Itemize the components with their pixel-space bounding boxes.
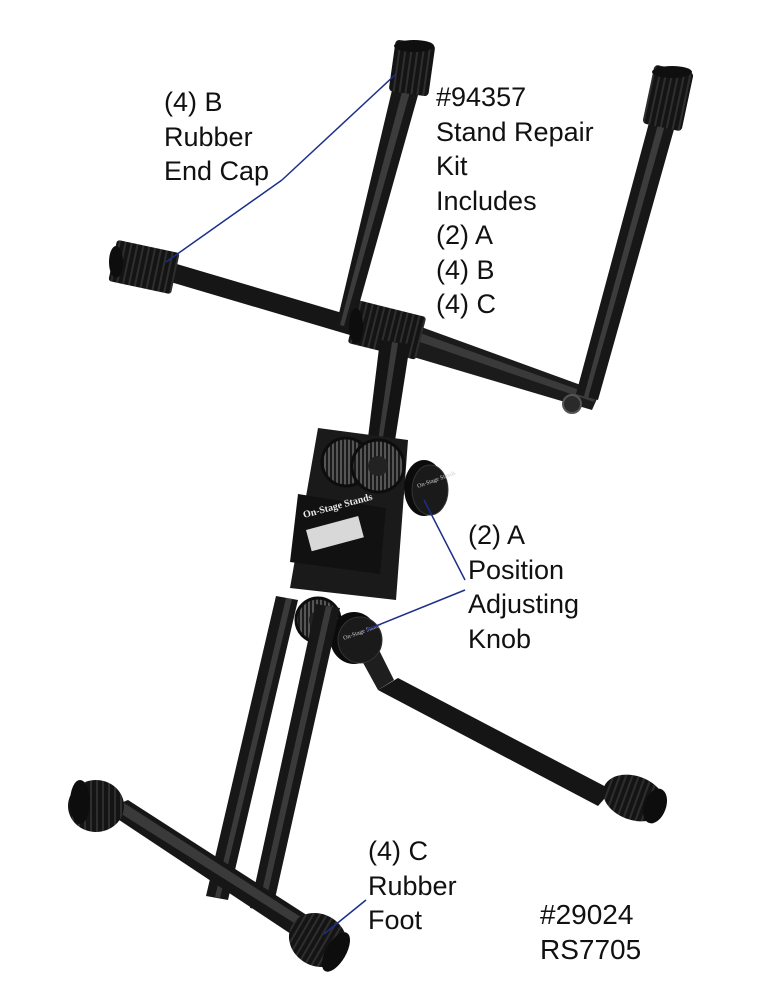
- label-part-a: (2) A Position Adjusting Knob: [468, 518, 579, 656]
- kit-title: Stand Repair: [436, 116, 594, 147]
- label-part-c: (4) C Rubber Foot: [368, 834, 457, 938]
- front-leg-highlight: [215, 598, 292, 898]
- gear-hub: [368, 456, 388, 476]
- leader-lines: [165, 73, 466, 935]
- rear-right-foot: [603, 774, 668, 824]
- position-adjusting-knob-lower: On-Stage Stands: [330, 612, 383, 664]
- base-foot-bar: [68, 780, 351, 972]
- leader-line-b-to-left-cap: [165, 179, 283, 263]
- label-part-numbers: #29024 RS7705: [540, 898, 641, 967]
- end-cap-b-left: [108, 240, 180, 294]
- leader-line-a-to-upper-knob: [423, 499, 466, 581]
- rubber-foot-end: [70, 780, 90, 824]
- label-line: Foot: [368, 905, 423, 935]
- base-tube-highlight: [112, 803, 324, 938]
- top-frame: [108, 39, 694, 414]
- top-back-tube: [130, 262, 366, 338]
- label-line: (2) A: [468, 520, 526, 550]
- knob-face: [411, 464, 449, 516]
- front-leg-highlight: [258, 606, 332, 910]
- rubber-foot-end: [322, 932, 351, 972]
- leader-line-a-to-lower-knob: [365, 589, 466, 631]
- rubber-end-cap-end: [349, 308, 363, 344]
- left-upright-highlight: [340, 92, 410, 326]
- label-line: Adjusting: [468, 589, 580, 619]
- rubber-end-cap-top: [652, 66, 692, 78]
- brand-label-sticker: [305, 516, 364, 552]
- end-cap-b-top-left: [389, 39, 435, 97]
- upper-gear-joint: [320, 436, 406, 494]
- right-upright-highlight: [584, 106, 670, 398]
- rubber-end-cap: [389, 39, 435, 97]
- rubber-end-cap-top: [394, 40, 434, 52]
- label-line: Position: [468, 554, 565, 585]
- end-cap-b-top-right: [642, 65, 694, 131]
- rubber-end-cap: [642, 65, 694, 131]
- position-adjusting-knob-upper: On-Stage Stands: [404, 460, 457, 516]
- pivot-bolt: [562, 394, 582, 414]
- label-line: End Cap: [164, 156, 270, 186]
- kit-title: Kit: [436, 151, 468, 181]
- rubber-end-cap-end: [109, 246, 123, 278]
- rear-leg-assembly: [356, 640, 668, 824]
- label-repair-kit: #94357 Stand Repair Kit Includes (2) A (…: [436, 80, 594, 322]
- label-line: Rubber: [164, 121, 253, 152]
- part-number: #29024: [540, 899, 634, 930]
- kit-item: (4) C: [436, 289, 496, 319]
- label-line: (4) C: [368, 836, 428, 866]
- rubber-foot-c-back: [68, 780, 124, 832]
- kit-item: (2) A: [436, 220, 494, 250]
- center-column: On-Stage Stands On-Stage Stands On-Stage…: [206, 340, 457, 912]
- rubber-end-cap: [108, 240, 180, 294]
- center-upper-highlight: [376, 342, 398, 456]
- rubber-foot-end: [642, 788, 668, 824]
- kit-includes: Includes: [436, 185, 537, 216]
- part-number: RS7705: [540, 933, 642, 965]
- kit-number: #94357: [436, 82, 527, 112]
- label-line: Rubber: [368, 870, 457, 901]
- rear-leg-tube: [378, 678, 612, 806]
- leader-line-b-to-top-cap: [281, 73, 397, 181]
- kit-item: (4) B: [436, 254, 495, 285]
- label-part-b: (4) B Rubber End Cap: [164, 85, 269, 189]
- label-line: (4) B: [164, 87, 223, 117]
- leader-line-c-to-foot: [323, 899, 367, 935]
- label-line: Knob: [468, 623, 532, 654]
